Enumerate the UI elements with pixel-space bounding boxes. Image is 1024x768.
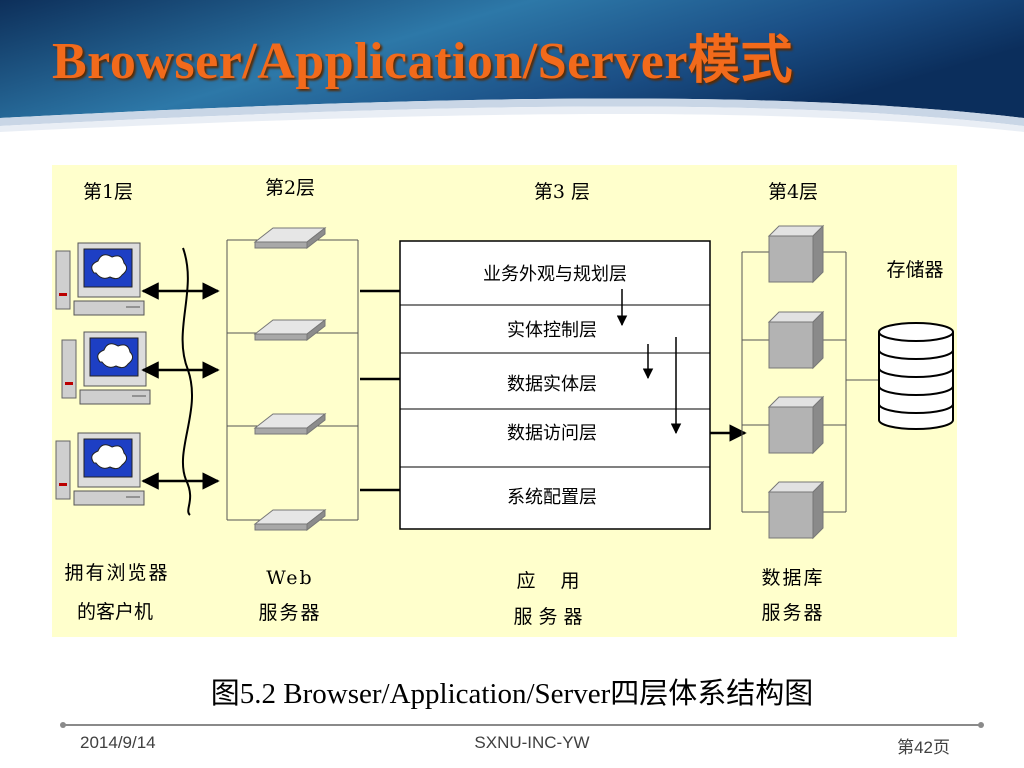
tier-3-heading: 第3 层 xyxy=(534,181,590,203)
app-layer-data-access: 数据访问层 xyxy=(507,423,597,444)
tier-4-heading: 第4层 xyxy=(768,181,818,203)
header-banner: Browser/Application/Server模式 xyxy=(0,0,1024,150)
slide-title: Browser/Application/Server模式 xyxy=(52,33,793,90)
app-layer-business-facade: 业务外观与规划层 xyxy=(483,264,627,285)
web-server-4 xyxy=(254,509,326,531)
storage-cylinder-icon xyxy=(878,322,954,430)
db-server-4 xyxy=(768,481,824,539)
web-server-bracket xyxy=(226,239,359,521)
db-server-bracket xyxy=(741,251,880,513)
app-layer-system-config: 系统配置层 xyxy=(507,487,597,508)
tier-2-label-line2: 服务器 xyxy=(258,602,321,624)
client-computer-3 xyxy=(55,432,145,506)
tier-3-label-line2: 服 务 器 xyxy=(513,606,582,628)
header-background xyxy=(0,0,1024,150)
client-computer-1 xyxy=(55,242,145,316)
app-layer-entity-control: 实体控制层 xyxy=(507,320,597,341)
web-server-2 xyxy=(254,319,326,341)
app-layer-data-entity: 数据实体层 xyxy=(507,374,597,395)
db-server-3 xyxy=(768,396,824,454)
web-server-3 xyxy=(254,413,326,435)
tier-1-label-line2: 的客户机 xyxy=(77,601,153,623)
tier-2-heading: 第2层 xyxy=(265,177,315,199)
footer-page-number: 第42页 xyxy=(897,738,950,757)
network-line xyxy=(181,247,193,516)
tier-1-heading: 第1层 xyxy=(83,181,133,203)
figure-caption: 图5.2 Browser/Application/Server四层体系结构图 xyxy=(210,678,814,710)
storage-label: 存储器 xyxy=(886,259,943,281)
tier-4-label-line2: 服务器 xyxy=(761,602,824,624)
app-server-box xyxy=(399,240,711,530)
footer-divider xyxy=(60,722,984,728)
tier-2-label-line1: Web xyxy=(266,567,313,589)
db-server-2 xyxy=(768,311,824,369)
footer-date: 2014/9/14 xyxy=(80,733,156,752)
db-server-1 xyxy=(768,225,824,283)
tier-1-label-line1: 拥有浏览器 xyxy=(64,562,169,584)
client-computer-2 xyxy=(61,331,151,405)
tier-4-label-line1: 数据库 xyxy=(761,567,824,589)
web-server-1 xyxy=(254,227,326,249)
tier-3-label-line1: 应 用 xyxy=(516,570,579,592)
footer-center-text: SXNU-INC-YW xyxy=(474,733,590,752)
